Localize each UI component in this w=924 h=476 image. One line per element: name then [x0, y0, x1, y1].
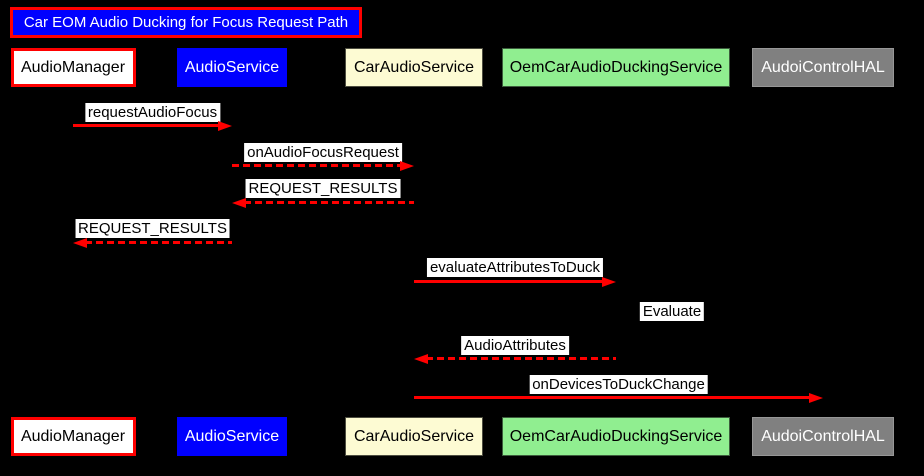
participant-box-bottom: AudioService: [177, 417, 287, 456]
message-arrow-head: [73, 238, 87, 248]
message-arrow-head: [218, 121, 232, 131]
message-arrow-head: [400, 161, 414, 171]
message-arrow-line: [244, 201, 414, 204]
message-arrow-line: [73, 124, 220, 127]
participant-box-top: CarAudioService: [345, 48, 483, 87]
participant-box-bottom: AudoiControlHAL: [752, 417, 894, 456]
message-label: REQUEST_RESULTS: [75, 219, 230, 238]
message-arrow-line: [85, 241, 232, 244]
participant-box-top: AudioService: [177, 48, 287, 87]
message-arrow-line: [426, 357, 616, 360]
message-arrow-head: [809, 393, 823, 403]
diagram-title: Car EOM Audio Ducking for Focus Request …: [10, 7, 362, 38]
participant-box-top: OemCarAudioDuckingService: [502, 48, 730, 87]
message-label: evaluateAttributesToDuck: [426, 258, 604, 277]
message-label: onAudioFocusRequest: [244, 143, 402, 162]
message-arrow-head: [414, 354, 428, 364]
message-label: requestAudioFocus: [84, 103, 221, 122]
message-arrow-head: [602, 277, 616, 287]
participant-box-bottom: AudioManager: [10, 417, 136, 456]
message-arrow-line: [232, 164, 402, 167]
message-arrow-line: [414, 396, 811, 399]
participant-box-top: AudoiControlHAL: [752, 48, 894, 87]
message-label: AudioAttributes: [461, 336, 569, 355]
participant-box-bottom: CarAudioService: [345, 417, 483, 456]
participant-box-top: AudioManager: [10, 48, 136, 87]
message-label: REQUEST_RESULTS: [245, 179, 401, 198]
message-label: Evaluate: [639, 302, 705, 321]
message-label: onDevicesToDuckChange: [529, 375, 708, 394]
message-arrow-head: [232, 198, 246, 208]
message-arrow-line: [414, 280, 604, 283]
participant-box-bottom: OemCarAudioDuckingService: [502, 417, 730, 456]
